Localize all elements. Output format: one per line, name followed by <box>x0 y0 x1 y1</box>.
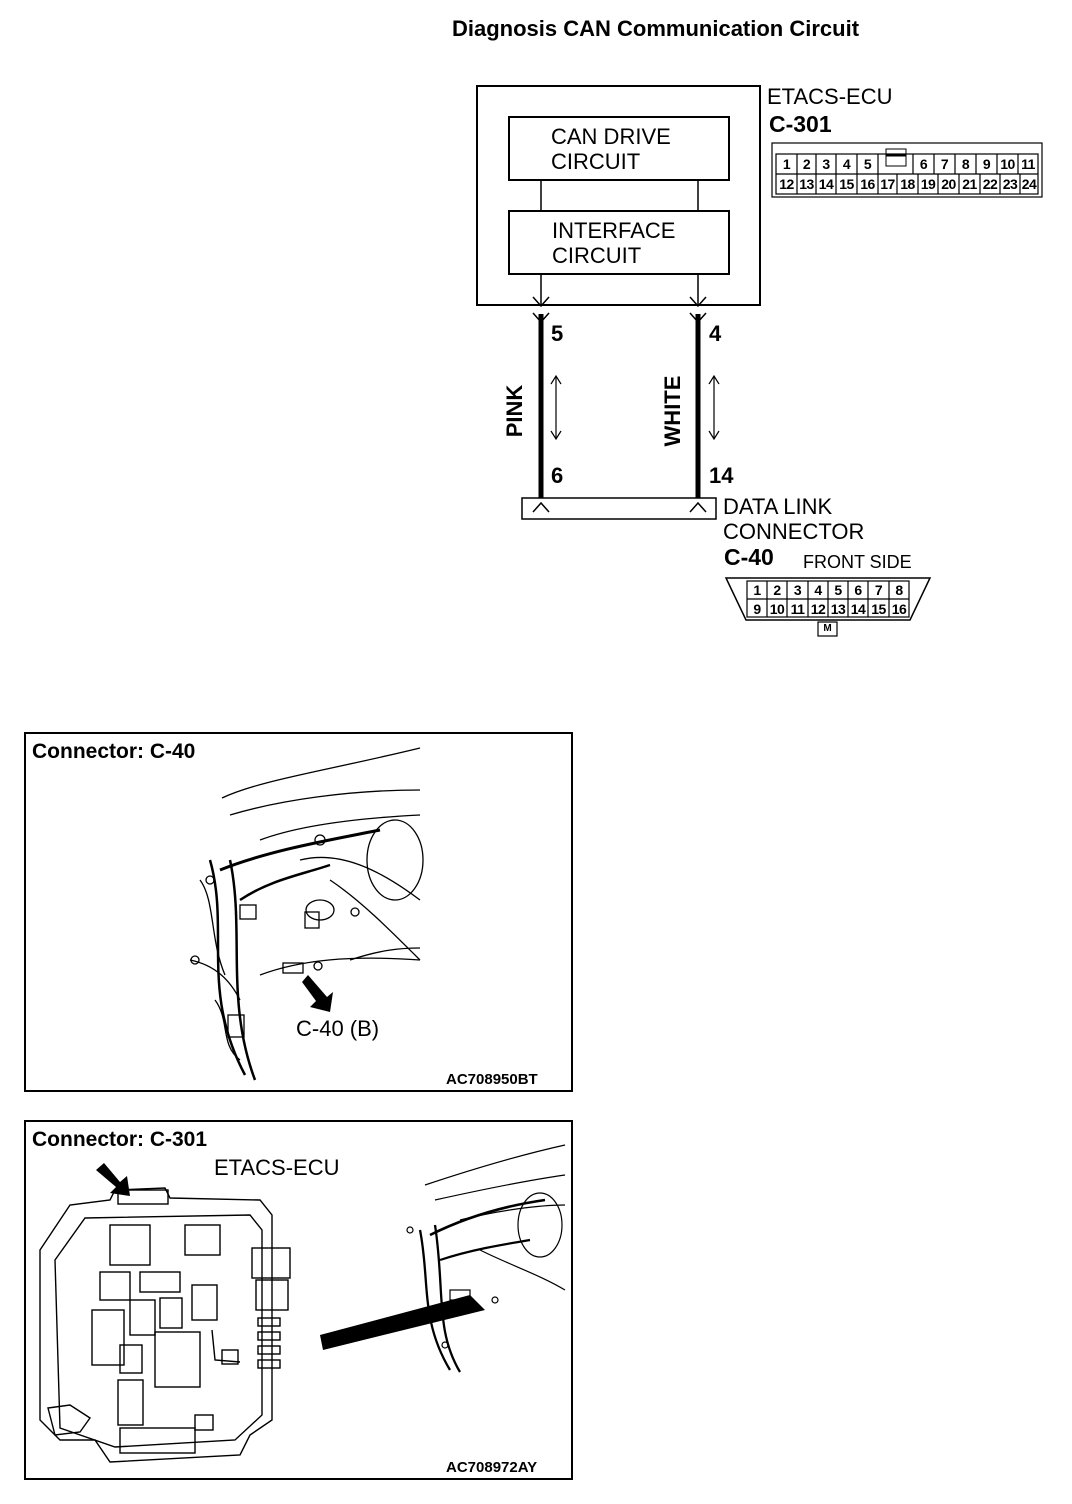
dlc-connector-face <box>724 577 932 637</box>
wire-color-pink: PINK <box>502 384 527 438</box>
ecu-connector-face <box>771 142 1043 198</box>
ecu-pin-13: 13 <box>799 176 814 192</box>
ecu-pin-4: 4 <box>842 156 851 172</box>
dlc-pin-1: 1 <box>753 582 761 598</box>
interface-label: INTERFACE CIRCUIT <box>552 218 676 268</box>
ecu-pin-11: 11 <box>1021 156 1035 172</box>
panel-c301-frame <box>24 1120 573 1480</box>
ecu-pin-10: 10 <box>1000 156 1015 172</box>
dlc-pin-7: 7 <box>874 582 883 598</box>
dlc-pin-white: 14 <box>709 463 734 488</box>
interface-block <box>508 210 730 275</box>
ecu-pin-14: 14 <box>818 176 834 192</box>
pointer-wedge-icon <box>320 1295 485 1350</box>
dlc-pin-9: 9 <box>753 601 761 617</box>
ecu-pin-2: 2 <box>802 156 811 172</box>
dlc-pin-13: 13 <box>830 601 846 617</box>
dashboard-location-illustration <box>406 1144 566 1373</box>
diagram-title: Diagnosis CAN Communication Circuit <box>452 16 860 41</box>
ecu-pin-8: 8 <box>961 156 970 172</box>
ecu-pin-22: 22 <box>982 176 998 192</box>
dlc-pin-3: 3 <box>793 582 802 598</box>
dlc-key-mark: M <box>823 623 832 634</box>
bidirectional-arrow-icon <box>708 374 720 441</box>
bidirectional-arrow-icon <box>550 374 562 441</box>
dlc-pin-pink: 6 <box>551 463 564 488</box>
ecu-pin-7: 7 <box>940 156 949 172</box>
dlc-bar <box>521 497 717 520</box>
dlc-pin-5: 5 <box>834 582 842 598</box>
dlc-pin-15: 15 <box>871 601 886 617</box>
ecu-pin-pink: 5 <box>551 321 564 346</box>
callout-arrow-icon <box>96 1163 130 1196</box>
dlc-pin-16: 16 <box>891 601 907 617</box>
ecu-pin-9: 9 <box>982 156 991 172</box>
dlc-pin-14: 14 <box>850 601 866 617</box>
ecu-box <box>476 85 761 306</box>
dlc-name-line1: DATA LINK <box>723 494 833 519</box>
dlc-pin-11: 11 <box>790 601 805 617</box>
ecu-pin-23: 23 <box>1002 176 1018 192</box>
can-drive-label: CAN DRIVE CIRCUIT <box>551 124 671 174</box>
ecu-pin-1: 1 <box>782 156 791 172</box>
ecu-pin-24: 24 <box>1021 176 1037 192</box>
ecu-pin-5: 5 <box>863 156 872 172</box>
dlc-pin-8: 8 <box>895 582 903 598</box>
ecu-connector-id: C-301 <box>769 111 832 137</box>
ecu-pin-20: 20 <box>941 176 956 192</box>
ecu-pin-21: 21 <box>962 176 977 192</box>
dlc-view-label: FRONT SIDE <box>803 552 912 572</box>
callout-arrow-icon <box>302 975 333 1012</box>
panel-c40-frame <box>24 732 573 1092</box>
ecu-pin-3: 3 <box>822 156 830 172</box>
ecu-pin-19: 19 <box>920 176 936 192</box>
dlc-pin-4: 4 <box>814 582 822 598</box>
panel-c40-callout: C-40 (B) <box>296 1016 380 1041</box>
ecu-pin-6: 6 <box>919 156 928 172</box>
ecu-pin-17: 17 <box>880 176 895 192</box>
panel-c40-title: Connector: C-40 <box>32 740 196 763</box>
dlc-pin-12: 12 <box>810 601 826 617</box>
ecu-pin-12: 12 <box>779 176 794 192</box>
ecu-pin-16: 16 <box>860 176 875 192</box>
panel-c301-callout: ETACS-ECU <box>214 1155 340 1180</box>
ecu-pin-18: 18 <box>900 176 915 192</box>
ecu-name: ETACS-ECU <box>767 84 893 109</box>
panel-c301-figure-code: AC708972AY <box>446 1459 538 1476</box>
can-drive-block <box>508 116 730 181</box>
ecu-pin-15: 15 <box>839 176 854 192</box>
dlc-connector-id: C-40 <box>724 544 774 570</box>
dashboard-harness-illustration <box>189 747 424 1081</box>
panel-c40-figure-code: AC708950BT <box>446 1071 538 1088</box>
dlc-pin-6: 6 <box>854 582 862 598</box>
dlc-name-line2: CONNECTOR <box>723 519 865 544</box>
ecu-pin-white: 4 <box>709 321 722 346</box>
wire-color-white: WHITE <box>660 375 685 447</box>
panel-c301-title: Connector: C-301 <box>32 1128 208 1151</box>
dlc-pin-2: 2 <box>773 582 781 598</box>
dlc-pin-10: 10 <box>769 601 785 617</box>
etacs-ecu-illustration <box>39 1187 291 1463</box>
